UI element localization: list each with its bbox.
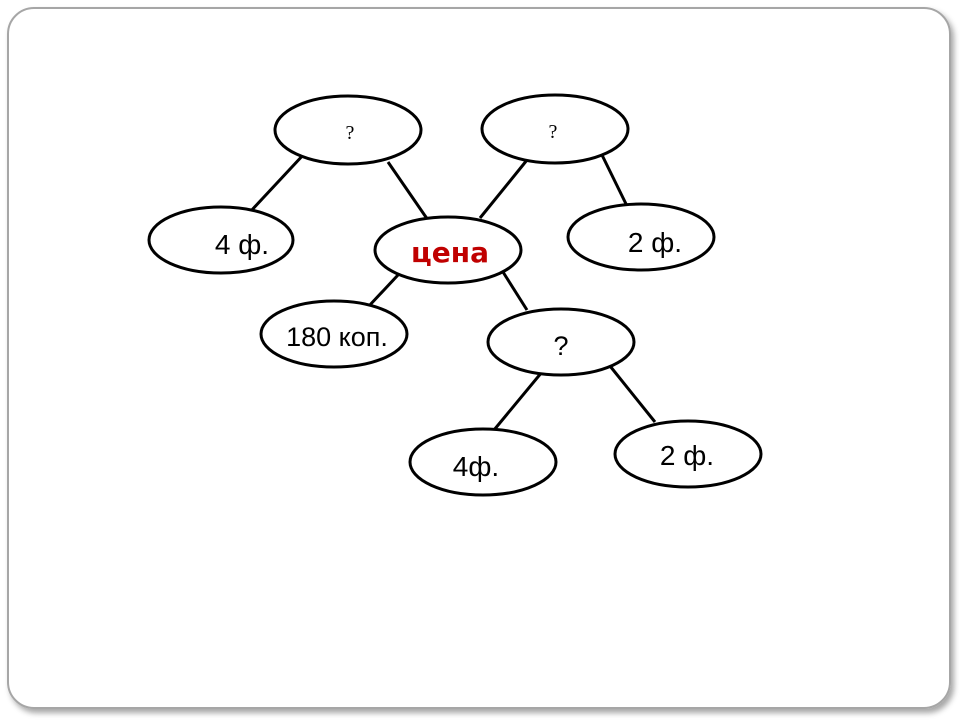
connectors [248, 151, 657, 431]
edge-middleq-bottomleft [492, 371, 544, 431]
node-bottom-right-ellipse [613, 419, 763, 489]
node-center-label: цена [411, 236, 489, 269]
node-right-mid-label: 2 ф. [628, 227, 682, 258]
node-top-right-ellipse [480, 93, 630, 165]
node-bottom-left-ellipse [408, 427, 558, 497]
node-middle-q-ellipse [486, 307, 636, 377]
node-left-mid: 4 ф. [147, 205, 295, 275]
node-middle-q: ? [486, 307, 636, 377]
edge-center-kopecks [366, 273, 400, 309]
node-bottom-left: 4ф. [408, 427, 558, 497]
node-right-mid: 2 ф. [566, 202, 716, 272]
node-top-right: ? [480, 93, 630, 165]
edge-topleft-center [386, 161, 432, 224]
node-top-left-ellipse [273, 94, 423, 166]
node-bottom-right: 2 ф. [613, 419, 763, 489]
node-top-left-label: ? [346, 122, 355, 144]
node-bottom-right-label: 2 ф. [660, 440, 714, 471]
slide-frame [7, 7, 951, 709]
node-bottom-left-label: 4ф. [453, 451, 499, 482]
edge-topleft-leftmid [248, 151, 307, 214]
node-kopecks: 180 коп. [259, 299, 409, 369]
node-right-mid-ellipse [566, 202, 716, 272]
node-left-mid-ellipse [147, 205, 295, 275]
edge-center-middleq [501, 271, 529, 311]
edge-topright-center [478, 159, 529, 219]
edge-topright-rightmid [600, 154, 630, 209]
node-top-left: ? [273, 94, 423, 166]
node-center-ellipse [373, 215, 523, 285]
node-middle-q-label: ? [553, 331, 568, 361]
node-top-right-label: ? [549, 121, 558, 143]
node-left-mid-label: 4 ф. [215, 229, 269, 260]
node-center: цена [373, 215, 523, 285]
node-kopecks-label: 180 коп. [286, 322, 388, 352]
edge-middleq-bottomright [608, 365, 657, 423]
node-kopecks-ellipse [259, 299, 409, 369]
